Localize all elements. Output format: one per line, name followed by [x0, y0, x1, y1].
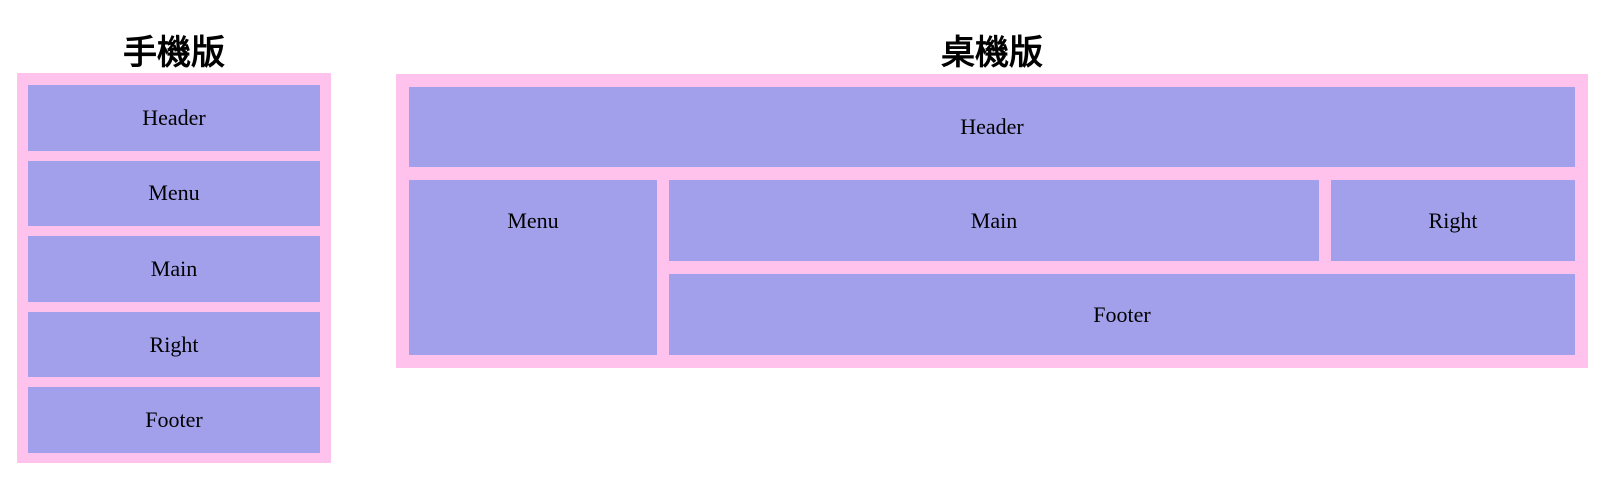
desktop-footer-box: Footer — [669, 274, 1575, 355]
desktop-right-box: Right — [1331, 180, 1575, 261]
desktop-layout-container: Header Menu Main Right Footer — [396, 74, 1588, 368]
desktop-main-box: Main — [669, 180, 1319, 261]
desktop-menu-box: Menu — [409, 180, 657, 355]
mobile-layout-title: 手機版 — [123, 34, 225, 73]
mobile-header-box: Header — [28, 85, 320, 151]
mobile-menu-box: Menu — [28, 160, 320, 227]
mobile-right-box: Right — [28, 311, 320, 378]
mobile-layout-container: Header Menu Main Right Footer — [17, 73, 331, 463]
mobile-footer-box: Footer — [28, 387, 320, 453]
mobile-main-box: Main — [28, 236, 320, 302]
desktop-header-box: Header — [409, 87, 1575, 167]
desktop-layout-title: 桌機版 — [941, 34, 1043, 73]
